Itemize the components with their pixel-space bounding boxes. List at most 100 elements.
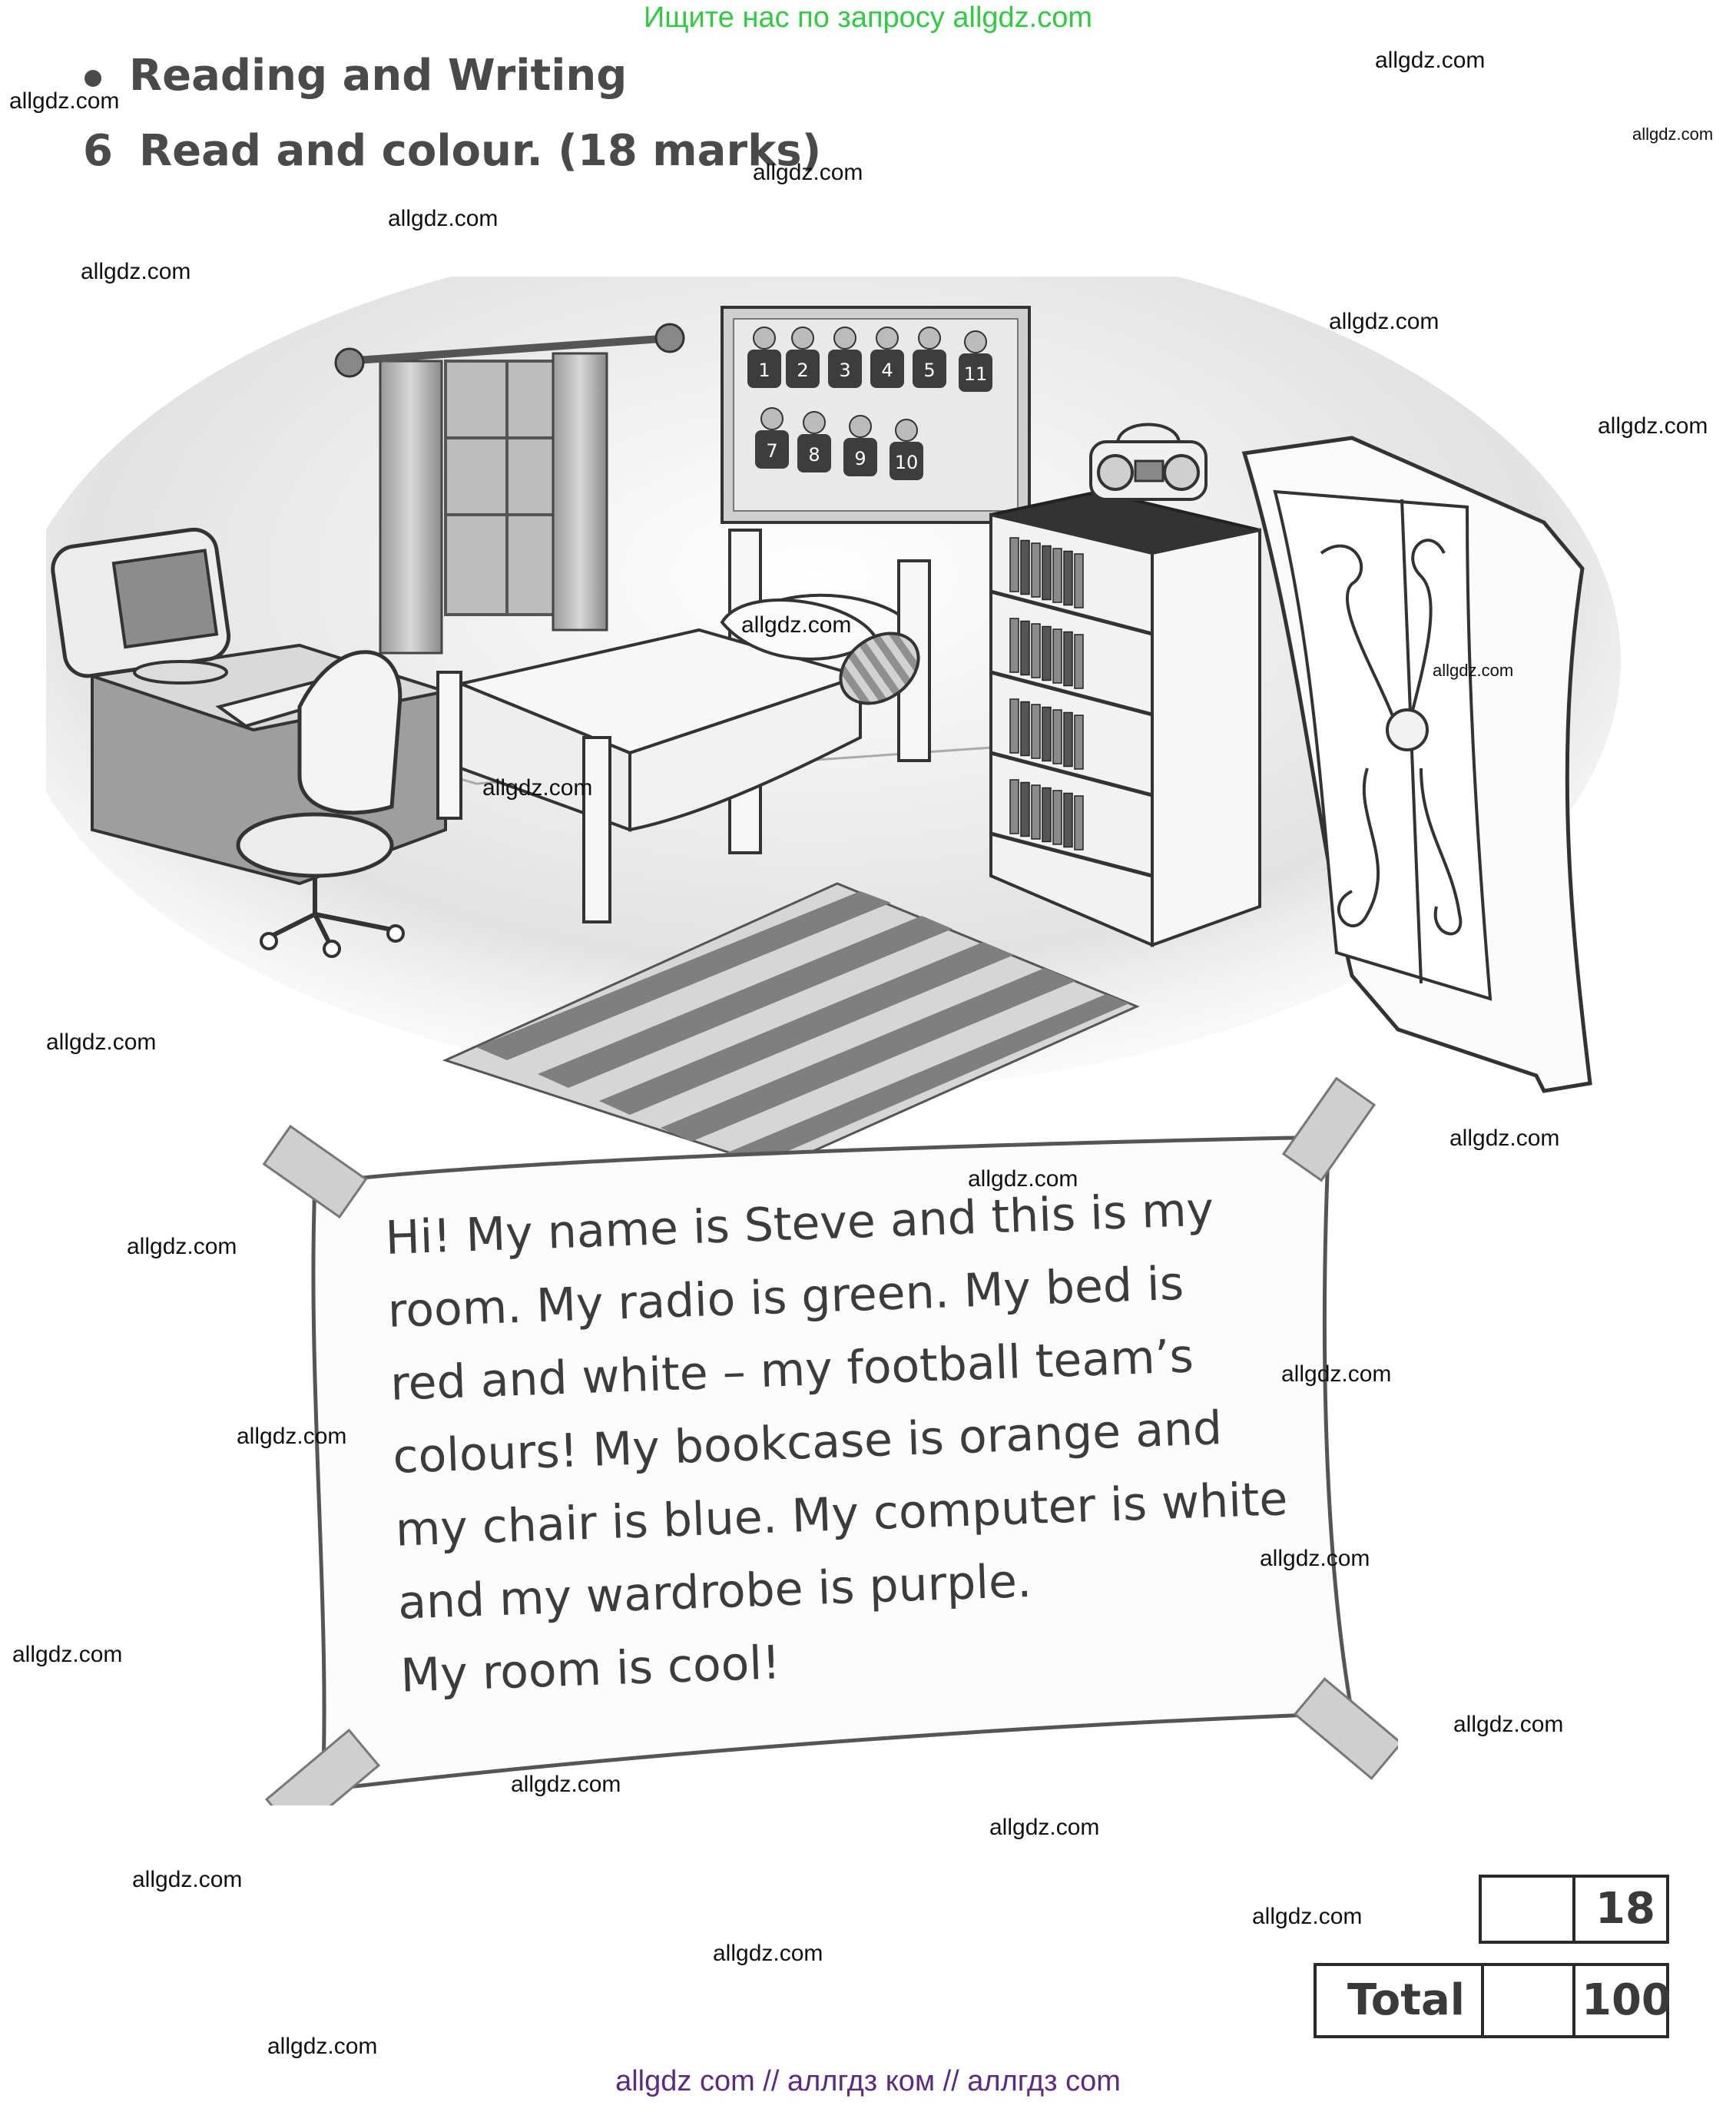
exercise-number: 6 xyxy=(83,126,113,176)
watermark: allgdz.com xyxy=(1598,413,1708,439)
book xyxy=(1063,792,1073,848)
book xyxy=(1052,709,1062,764)
book xyxy=(1009,779,1019,834)
bullet-icon xyxy=(84,69,101,87)
book xyxy=(1074,553,1084,608)
book xyxy=(1020,781,1030,837)
window xyxy=(334,323,685,655)
watermark: allgdz.com xyxy=(237,1424,347,1449)
watermark: allgdz.com xyxy=(81,259,191,284)
taped-note xyxy=(262,1076,1398,1805)
player-head xyxy=(918,327,941,350)
book xyxy=(1009,618,1019,673)
player-head xyxy=(833,327,856,350)
book xyxy=(1042,545,1052,601)
watermark: allgdz.com xyxy=(1632,124,1714,144)
wardrobe xyxy=(1241,436,1592,1093)
top-banner[interactable]: Ищите нас по запросу allgdz.com xyxy=(643,2,1092,34)
book xyxy=(1020,539,1030,595)
player-head xyxy=(760,407,784,430)
book xyxy=(1020,620,1030,676)
player-head xyxy=(791,327,814,350)
section-heading: Reading and Writing xyxy=(84,51,627,101)
player-shirt xyxy=(870,350,904,388)
book xyxy=(1042,625,1052,681)
exercise-heading: 6 Read and colour. (18 marks) xyxy=(83,126,821,176)
player-shirt xyxy=(755,430,789,469)
book xyxy=(1009,698,1019,754)
player-head xyxy=(753,327,776,350)
section-title: Reading and Writing xyxy=(129,51,628,101)
book xyxy=(1063,711,1073,768)
book xyxy=(1052,548,1062,603)
watermark: allgdz.com xyxy=(482,775,593,801)
watermark: allgdz.com xyxy=(127,1234,237,1259)
book xyxy=(1009,537,1019,592)
shirt-number: 2 xyxy=(797,360,808,381)
exercise-instruction: Read and colour. (18 marks) xyxy=(138,126,822,176)
watermark: allgdz.com xyxy=(741,612,852,638)
book xyxy=(1074,634,1084,689)
watermark: allgdz.com xyxy=(989,1815,1100,1840)
book xyxy=(1074,714,1084,770)
watermark: allgdz.com xyxy=(1252,1904,1363,1929)
section-score-box: 18 xyxy=(1479,1875,1669,1944)
shirt-number: 4 xyxy=(881,360,893,381)
watermark: allgdz.com xyxy=(9,88,120,114)
player-head xyxy=(895,419,918,442)
player-shirt xyxy=(890,442,923,480)
player-shirt xyxy=(959,353,992,392)
player-shirt xyxy=(828,350,862,388)
player-shirt xyxy=(843,438,877,476)
watermark: allgdz.com xyxy=(12,1642,123,1667)
watermark: allgdz.com xyxy=(753,160,863,185)
shelf xyxy=(990,670,1153,717)
book xyxy=(1063,550,1073,606)
player-head xyxy=(849,415,872,438)
book xyxy=(1031,784,1041,840)
shirt-number: 9 xyxy=(854,448,866,469)
bed xyxy=(436,529,931,923)
book xyxy=(1042,787,1052,843)
watermark: allgdz.com xyxy=(1281,1361,1392,1387)
book xyxy=(1031,542,1041,598)
bottom-banner[interactable]: allgdz com // аллгдз ком // аллгдз com xyxy=(615,2065,1121,2097)
shirt-number: 7 xyxy=(766,440,777,462)
shelf xyxy=(990,831,1153,878)
watermark: allgdz.com xyxy=(132,1867,243,1892)
book xyxy=(1031,704,1041,759)
shirt-number: 8 xyxy=(808,444,820,466)
watermark: allgdz.com xyxy=(1329,309,1439,334)
bookcase xyxy=(989,489,1261,948)
watermark: allgdz.com xyxy=(968,1166,1078,1192)
book xyxy=(1074,795,1084,850)
player-head xyxy=(964,330,987,353)
player-shirt xyxy=(797,434,831,472)
chair xyxy=(236,650,405,958)
score-divider xyxy=(1572,1966,1575,2035)
book xyxy=(1042,706,1052,762)
watermark: allgdz.com xyxy=(46,1029,157,1055)
watermark: allgdz.com xyxy=(713,1941,823,1966)
player-head xyxy=(876,327,899,350)
shirt-number: 5 xyxy=(923,360,935,381)
book xyxy=(1063,631,1073,687)
player-shirt xyxy=(747,350,781,388)
score-divider xyxy=(1572,1878,1575,1941)
watermark: allgdz.com xyxy=(1433,661,1514,680)
striped-rug xyxy=(442,882,1140,1169)
watermark: allgdz.com xyxy=(1449,1126,1560,1151)
shelf xyxy=(990,589,1153,636)
radio xyxy=(1089,423,1208,501)
book xyxy=(1052,628,1062,684)
score-divider xyxy=(1481,1966,1484,2035)
player-shirt xyxy=(786,350,820,388)
book xyxy=(1031,623,1041,678)
player-shirt xyxy=(913,350,946,388)
shelf xyxy=(990,751,1153,797)
shirt-number: 3 xyxy=(839,360,850,381)
book xyxy=(1020,701,1030,757)
watermark: allgdz.com xyxy=(388,206,499,231)
